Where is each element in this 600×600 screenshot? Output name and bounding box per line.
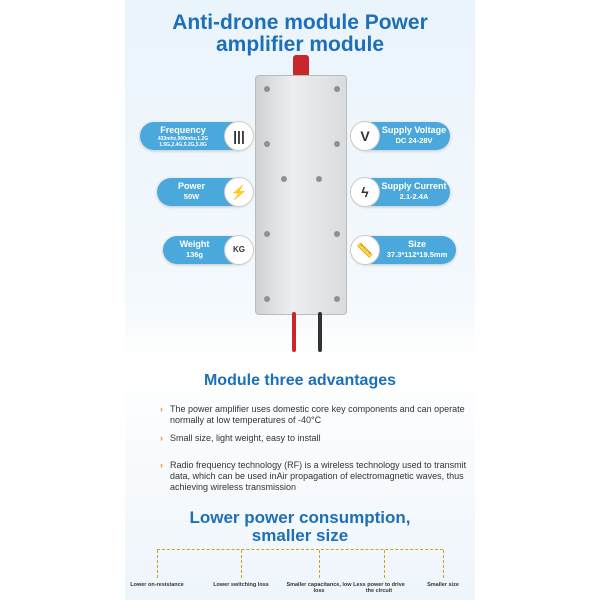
spec-voltage: Supply Voltage DC 24-28V V [350, 121, 450, 151]
amplifier-module-image [255, 75, 347, 315]
feature-label: Less power to drive the circuit [353, 582, 405, 594]
feature-label: Smaller size [427, 582, 459, 588]
dashed-connector [157, 549, 443, 550]
screw [264, 296, 270, 302]
arrow-icon: › [160, 404, 163, 414]
spec-power: Power 50W ⚡ [157, 177, 254, 207]
dashed-branch [443, 550, 444, 578]
spec-label: Size [407, 239, 426, 249]
spec-value: 433mhz,900mhz,1.2G 1.5G,2.4G,5.2G,5.8G [157, 136, 209, 148]
kg-weight-icon: KG [224, 235, 254, 265]
page-title-line1: Anti-drone module Power [172, 11, 428, 34]
screw [264, 231, 270, 237]
voltmeter-icon: V [350, 121, 380, 151]
advantage-text: The power amplifier uses domestic core k… [170, 404, 465, 425]
advantage-text: Radio frequency technology (RF) is a wir… [170, 460, 467, 492]
spec-value: 50W [183, 192, 200, 201]
advantage-item: › The power amplifier uses domestic core … [160, 404, 470, 426]
consumption-title-line1: Lower power consumption, [189, 508, 411, 527]
screw [334, 296, 340, 302]
spec-value: 37.3*112*19.5mm [386, 250, 448, 259]
arrow-icon: › [160, 433, 163, 443]
dashed-branch [157, 550, 158, 578]
spec-label: Supply Current [381, 181, 447, 191]
feature-label: Smaller capacitance, low loss [286, 582, 352, 594]
screw [264, 86, 270, 92]
feature-label: Lower switching loss [213, 582, 269, 588]
spec-value: DC 24-28V [395, 136, 433, 145]
spec-value: 136g [185, 250, 204, 259]
consumption-title-line2: smaller size [251, 526, 349, 545]
screw [316, 176, 322, 182]
ruler-icon: 📏 [350, 235, 380, 265]
spec-weight: Weight 136g KG [163, 235, 254, 265]
spec-value: 2.1-2.4A [399, 192, 429, 201]
page-title-line2: amplifier module [215, 33, 385, 56]
advantage-text: Small size, light weight, easy to instal… [170, 433, 321, 443]
screw [281, 176, 287, 182]
rf-connector [293, 55, 309, 77]
lightning-icon: ⚡ [224, 177, 254, 207]
spec-label: Weight [179, 239, 210, 249]
arrow-icon: › [160, 460, 163, 470]
feature-label: Lower on-resistance [130, 582, 184, 588]
spec-label: Supply Voltage [381, 125, 447, 135]
spec-frequency: Frequency 433mhz,900mhz,1.2G 1.5G,2.4G,5… [140, 121, 254, 151]
advantage-item: › Radio frequency technology (RF) is a wi… [160, 460, 470, 493]
screw [334, 231, 340, 237]
spec-label: Frequency [160, 125, 206, 135]
dashed-branch [241, 550, 242, 578]
spec-label: Power [177, 181, 205, 191]
dashed-branch [319, 550, 320, 578]
current-icon: ϟ [350, 177, 380, 207]
screw [264, 141, 270, 147]
screw [334, 141, 340, 147]
sound-wave-icon: ||| [224, 121, 254, 151]
advantage-item: › Small size, light weight, easy to insta… [160, 433, 470, 444]
red-wire [292, 312, 296, 352]
black-wire [318, 312, 322, 352]
dashed-branch [384, 550, 385, 578]
advantages-title: Module three advantages [203, 372, 397, 389]
spec-size: Size 37.3*112*19.5mm 📏 [350, 235, 456, 265]
spec-current: Supply Current 2.1-2.4A ϟ [350, 177, 450, 207]
screw [334, 86, 340, 92]
